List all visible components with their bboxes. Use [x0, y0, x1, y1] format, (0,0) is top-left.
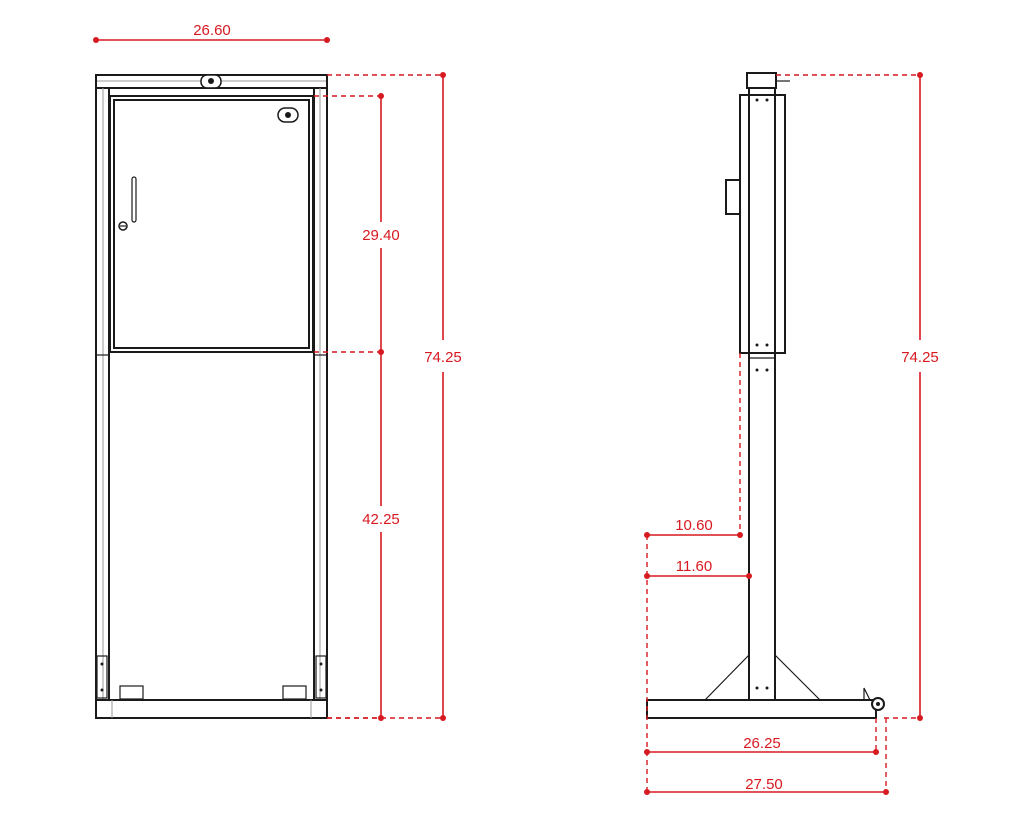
right-gusset — [774, 653, 822, 701]
dimension-label: 42.25 — [362, 511, 400, 528]
cabinet-side — [739, 94, 786, 354]
post — [748, 87, 776, 701]
right-bracket — [315, 655, 327, 699]
dimension-label: 11.60 — [676, 558, 712, 575]
base-bar — [95, 699, 328, 719]
right-foot — [282, 685, 307, 700]
base-length-dimension: 26.25 — [644, 718, 879, 755]
cabinet-height-dimension: 29.40 — [314, 93, 400, 719]
dimension-label: 74.25 — [424, 349, 462, 366]
overall-depth-dimension: 27.50 — [644, 718, 889, 795]
left-bracket — [96, 655, 108, 699]
cabinet-depth-dimension: 10.60 — [644, 353, 743, 538]
base — [646, 699, 877, 719]
dimension-label: 27.50 — [745, 776, 783, 793]
left-foot — [119, 685, 144, 700]
top-cap — [746, 72, 777, 89]
dimension-label: 26.60 — [193, 22, 231, 39]
caster-wheel-icon — [863, 687, 885, 711]
dimension-label: 26.25 — [743, 735, 781, 752]
front-view — [95, 74, 328, 719]
dimension-label: 29.40 — [362, 227, 400, 244]
cabinet-door — [113, 99, 310, 349]
door-handle — [131, 176, 137, 223]
side-view — [646, 72, 885, 719]
logo-icon — [277, 107, 299, 123]
front-width-dimension: 26.60 — [93, 22, 330, 43]
side-handle — [725, 179, 740, 215]
side-height-dimension: 74.25 — [776, 72, 939, 721]
lock-icon — [118, 221, 128, 231]
post-offset-dimension: 11.60 — [644, 558, 752, 579]
lower-panel — [108, 351, 315, 701]
cabinet — [109, 95, 314, 353]
logo-icon — [200, 74, 222, 89]
lower-height-dimension: 42.25 — [362, 352, 400, 721]
left-gusset — [703, 653, 750, 701]
dimension-label: 74.25 — [901, 349, 939, 366]
front-height-dimension: 74.25 — [327, 72, 462, 721]
dimension-label: 10.60 — [675, 517, 713, 534]
